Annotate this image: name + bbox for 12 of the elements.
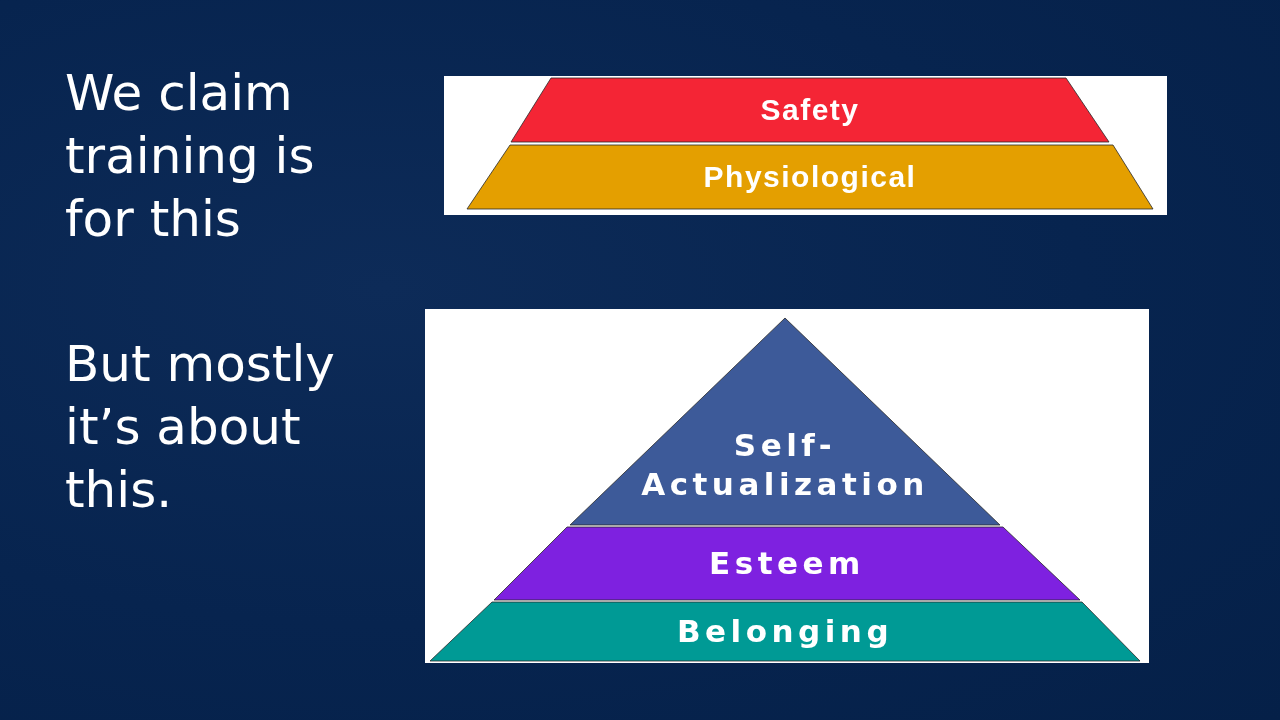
tier-label: Esteem [709, 544, 865, 583]
tier-label: Self-Actualization [640, 426, 930, 504]
statement-text: But mostly it’s about this. [65, 334, 336, 521]
statement-text: We claim training is for this [65, 63, 316, 250]
tier-label: Safety [760, 92, 860, 128]
pyramid-tier [430, 602, 1140, 661]
pyramid-tier [570, 318, 1000, 525]
pyramid-tier [494, 527, 1080, 600]
pyramid-tier [467, 145, 1153, 209]
tier-label: Belonging [676, 612, 894, 651]
tier-label: Physiological [703, 159, 917, 195]
pyramid-tier [511, 78, 1109, 142]
